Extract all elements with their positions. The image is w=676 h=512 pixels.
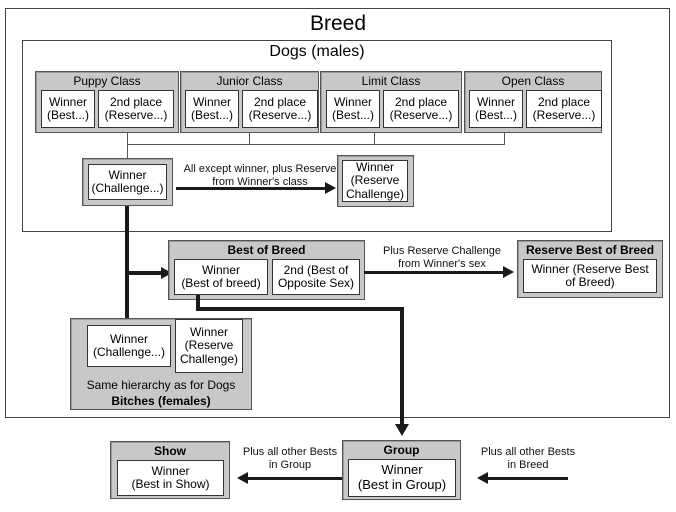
connector-class-bus <box>127 144 505 145</box>
breed-title: Breed <box>309 12 367 35</box>
class-title-puppy: Puppy Class <box>73 74 141 88</box>
class-second-open-line1: 2nd place <box>537 94 591 109</box>
class-second-limit-line2: (Reserve...) <box>389 108 453 122</box>
path-to-group-down <box>400 307 404 425</box>
bitch-challenge-line2: (Challenge...) <box>92 345 166 359</box>
edge-label-to-show-line1: Plus all other <box>242 446 307 458</box>
class-winner-puppy-line1: Winner <box>48 94 87 109</box>
class-winner-open-line2: (Best...) <box>474 108 517 122</box>
edge-label-to-reserve-bob-line1: Plus Reserve Challenge <box>382 245 501 257</box>
class-winner-puppy: Winner (Best...) <box>41 90 95 128</box>
dog-challenge-line1: Winner <box>108 167 147 182</box>
arrow-challenge-to-reserve <box>325 182 336 194</box>
dog-reserve-line2: (Reserve <box>350 173 400 188</box>
arrow-to-group <box>395 424 409 436</box>
edge-label-to-reserve-challenge-line2: Reserve from Winner's class <box>212 163 337 189</box>
connector-open-drop <box>504 133 505 144</box>
edge-label-to-reserve-challenge-line1: All except winner, plus <box>183 163 293 175</box>
dog-challenge-line2: (Challenge...) <box>91 181 164 195</box>
class-second-junior: 2nd place (Reserve...) <box>242 90 318 128</box>
dog-challenge-winner: Winner (Challenge...) <box>88 164 167 200</box>
class-winner-junior: Winner (Best...) <box>185 90 239 128</box>
class-second-junior-line1: 2nd place <box>253 94 307 109</box>
best-of-breed-title: Best of Breed <box>227 243 306 257</box>
dogs-title: Dogs (males) <box>269 43 365 60</box>
connector-limit-drop <box>374 133 375 144</box>
bos-winner-line1: 2nd (Best of <box>283 262 349 277</box>
edge-label-to-show-line2: Bests in Group <box>268 446 338 472</box>
edge-label-to-show: Plus all other Bests in Group <box>240 446 340 472</box>
trunk-dogs-down <box>125 206 129 326</box>
class-second-limit: 2nd place (Reserve...) <box>383 90 459 128</box>
class-second-puppy-line1: 2nd place <box>109 94 163 109</box>
class-winner-limit-line2: (Best...) <box>331 108 374 122</box>
connector-bus-to-challenge <box>127 144 128 158</box>
show-winner-line2: (Best in Show) <box>131 477 210 491</box>
bitches-title: Bitches (females) <box>111 394 211 408</box>
class-winner-open: Winner (Best...) <box>469 90 523 128</box>
class-title-open: Open Class <box>501 74 565 88</box>
rbob-winner-line2: of Breed) <box>565 275 615 289</box>
class-second-limit-line1: 2nd place <box>394 94 448 109</box>
reserve-best-of-breed-winner: Winner (Reserve Best of Breed) <box>523 259 657 293</box>
arrow-breed-to-group <box>477 472 488 484</box>
edge-label-to-reserve-challenge: All except winner, plus Reserve from Win… <box>180 163 340 189</box>
class-title-junior: Junior Class <box>216 74 283 88</box>
bitch-challenge-line1: Winner <box>109 331 148 346</box>
connector-junior-drop <box>249 133 250 144</box>
show-winner-line1: Winner <box>151 463 190 478</box>
dog-reserve-challenge-winner: Winner (Reserve Challenge) <box>342 160 408 202</box>
path-bob-right <box>196 307 404 311</box>
bitches-note: Same hierarchy as for Dogs <box>86 378 236 392</box>
edge-label-to-group-line1: Plus all other <box>480 446 545 458</box>
group-title: Group <box>383 443 420 457</box>
class-second-open-line2: (Reserve...) <box>532 108 596 122</box>
connector-puppy-drop <box>127 133 128 144</box>
edge-label-to-reserve-bob-line2: from Winner's sex <box>398 258 486 271</box>
bitch-reserve-line2: (Reserve <box>184 338 234 353</box>
class-winner-limit-line1: Winner <box>333 94 372 109</box>
group-winner: Winner (Best in Group) <box>348 459 456 497</box>
bitch-reserve-challenge-winner: Winner (Reserve Challenge) <box>175 319 243 373</box>
best-of-breed-winner: Winner (Best of breed) <box>174 259 268 295</box>
show-title: Show <box>154 444 186 458</box>
rbob-winner-line1: Winner (Reserve Best <box>531 261 649 276</box>
bitch-challenge-winner: Winner (Challenge...) <box>87 325 171 367</box>
reserve-best-of-breed-title: Reserve Best of Breed <box>525 243 655 257</box>
branch-dogs-to-bob <box>125 271 163 275</box>
class-winner-limit: Winner (Best...) <box>326 90 380 128</box>
bob-winner-line2: (Best of breed) <box>181 276 261 290</box>
show-winner: Winner (Best in Show) <box>117 460 224 496</box>
arrow-bob-to-reserve-bob <box>503 266 514 278</box>
edge-group-to-show <box>248 477 342 480</box>
class-winner-junior-line2: (Best...) <box>190 108 233 122</box>
edge-challenge-to-reserve <box>176 187 326 190</box>
arrow-dogs-to-bob <box>161 267 172 279</box>
best-opposite-sex-winner: 2nd (Best of Opposite Sex) <box>272 259 360 295</box>
arrow-group-to-show <box>237 472 248 484</box>
group-winner-line1: Winner <box>381 462 423 478</box>
class-winner-puppy-line2: (Best...) <box>46 108 89 122</box>
bitch-reserve-line3: Challenge) <box>179 351 239 366</box>
edge-label-to-group: Plus all other Bests in Breed <box>478 446 578 472</box>
class-winner-open-line1: Winner <box>476 94 515 109</box>
bob-winner-line1: Winner <box>201 262 240 277</box>
group-winner-line2: (Best in Group) <box>357 477 447 492</box>
dog-reserve-line3: Challenge) <box>345 186 405 201</box>
bos-winner-line2: Opposite Sex) <box>277 276 355 290</box>
edge-label-to-group-line2: Bests in Breed <box>507 446 576 472</box>
class-second-puppy-line2: (Reserve...) <box>104 108 168 122</box>
path-bob-down <box>196 295 200 311</box>
class-winner-junior-line1: Winner <box>192 94 231 109</box>
edge-label-to-reserve-bob: Plus Reserve Challenge from Winner's sex <box>372 245 512 271</box>
class-second-junior-line2: (Reserve...) <box>248 108 312 122</box>
class-title-limit: Limit Class <box>361 74 421 88</box>
class-second-puppy: 2nd place (Reserve...) <box>98 90 174 128</box>
bitch-reserve-line1: Winner <box>189 324 228 339</box>
dog-reserve-line1: Winner <box>355 159 394 174</box>
edge-breed-to-group <box>488 477 568 480</box>
class-second-open: 2nd place (Reserve...) <box>526 90 602 128</box>
edge-bob-to-reserve-bob <box>364 271 504 274</box>
